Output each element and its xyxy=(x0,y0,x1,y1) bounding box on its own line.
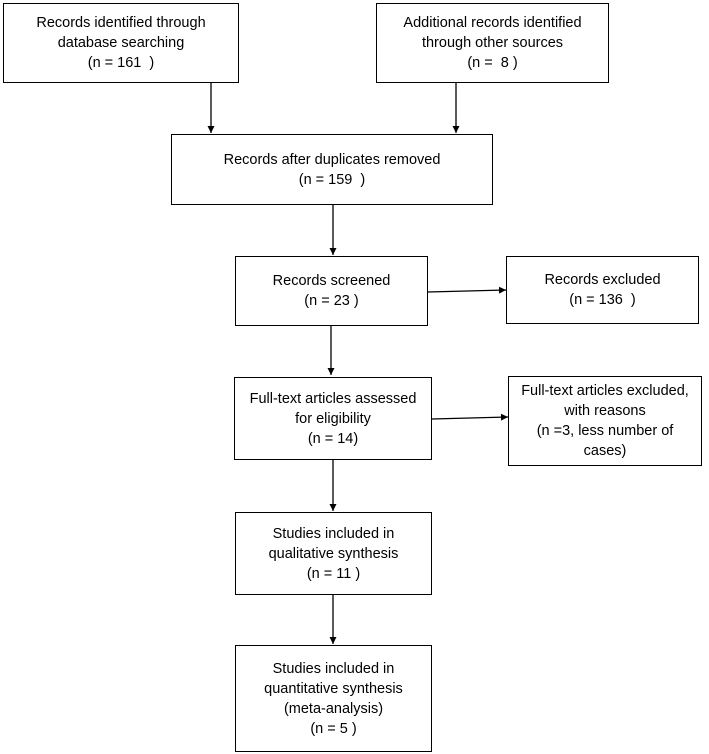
box-line: Studies included in xyxy=(272,525,395,542)
box-line: (n = 5 ) xyxy=(310,720,357,737)
box-line: Full-text articles assessed xyxy=(249,390,417,407)
box-line: (n = 159 ) xyxy=(298,171,366,188)
box-line: quantitative synthesis xyxy=(264,680,403,697)
box-records-screened: Records screened (n = 23 ) xyxy=(235,256,428,326)
box-fulltext-assessed: Full-text articles assessed for eligibil… xyxy=(234,377,432,460)
box-line: Studies included in xyxy=(272,660,395,677)
box-line: through other sources xyxy=(421,35,564,51)
box-line: (meta-analysis) xyxy=(283,700,384,717)
box-line: (n =3, less number of xyxy=(536,423,674,439)
box-records-excluded: Records excluded (n = 136 ) xyxy=(506,256,699,324)
box-line: database searching xyxy=(57,35,185,51)
box-line: Records identified through xyxy=(36,15,206,31)
box-database-searching: Records identified through database sear… xyxy=(3,3,239,83)
box-line: Full-text articles excluded, xyxy=(521,383,689,399)
box-line: (n = 11 ) xyxy=(306,565,361,582)
box-line: with reasons xyxy=(564,403,646,419)
box-other-sources: Additional records identified through ot… xyxy=(376,3,609,83)
box-line: (n = 14) xyxy=(307,430,359,447)
arrow-fulltext-to-excluded xyxy=(431,413,509,421)
box-line: qualitative synthesis xyxy=(268,545,399,562)
box-quantitative-synthesis: Studies included in quantitative synthes… xyxy=(235,645,432,752)
box-line: (n = 136 ) xyxy=(569,292,636,308)
box-after-duplicates: Records after duplicates removed (n = 15… xyxy=(171,134,493,205)
box-line: cases) xyxy=(583,443,627,459)
box-line: Records excluded xyxy=(544,272,661,288)
arrow-screened-to-excluded xyxy=(427,286,507,294)
box-line: for eligibility xyxy=(295,410,371,427)
box-line: Records screened xyxy=(272,273,391,289)
box-line: (n = 8 ) xyxy=(467,55,518,71)
box-line: (n = 161 ) xyxy=(87,55,155,71)
box-line: Additional records identified xyxy=(403,15,582,31)
box-line: (n = 23 ) xyxy=(304,293,359,309)
box-line: Records after duplicates removed xyxy=(223,151,441,168)
box-qualitative-synthesis: Studies included in qualitative synthesi… xyxy=(235,512,432,595)
box-fulltext-excluded: Full-text articles excluded, with reason… xyxy=(508,376,702,466)
